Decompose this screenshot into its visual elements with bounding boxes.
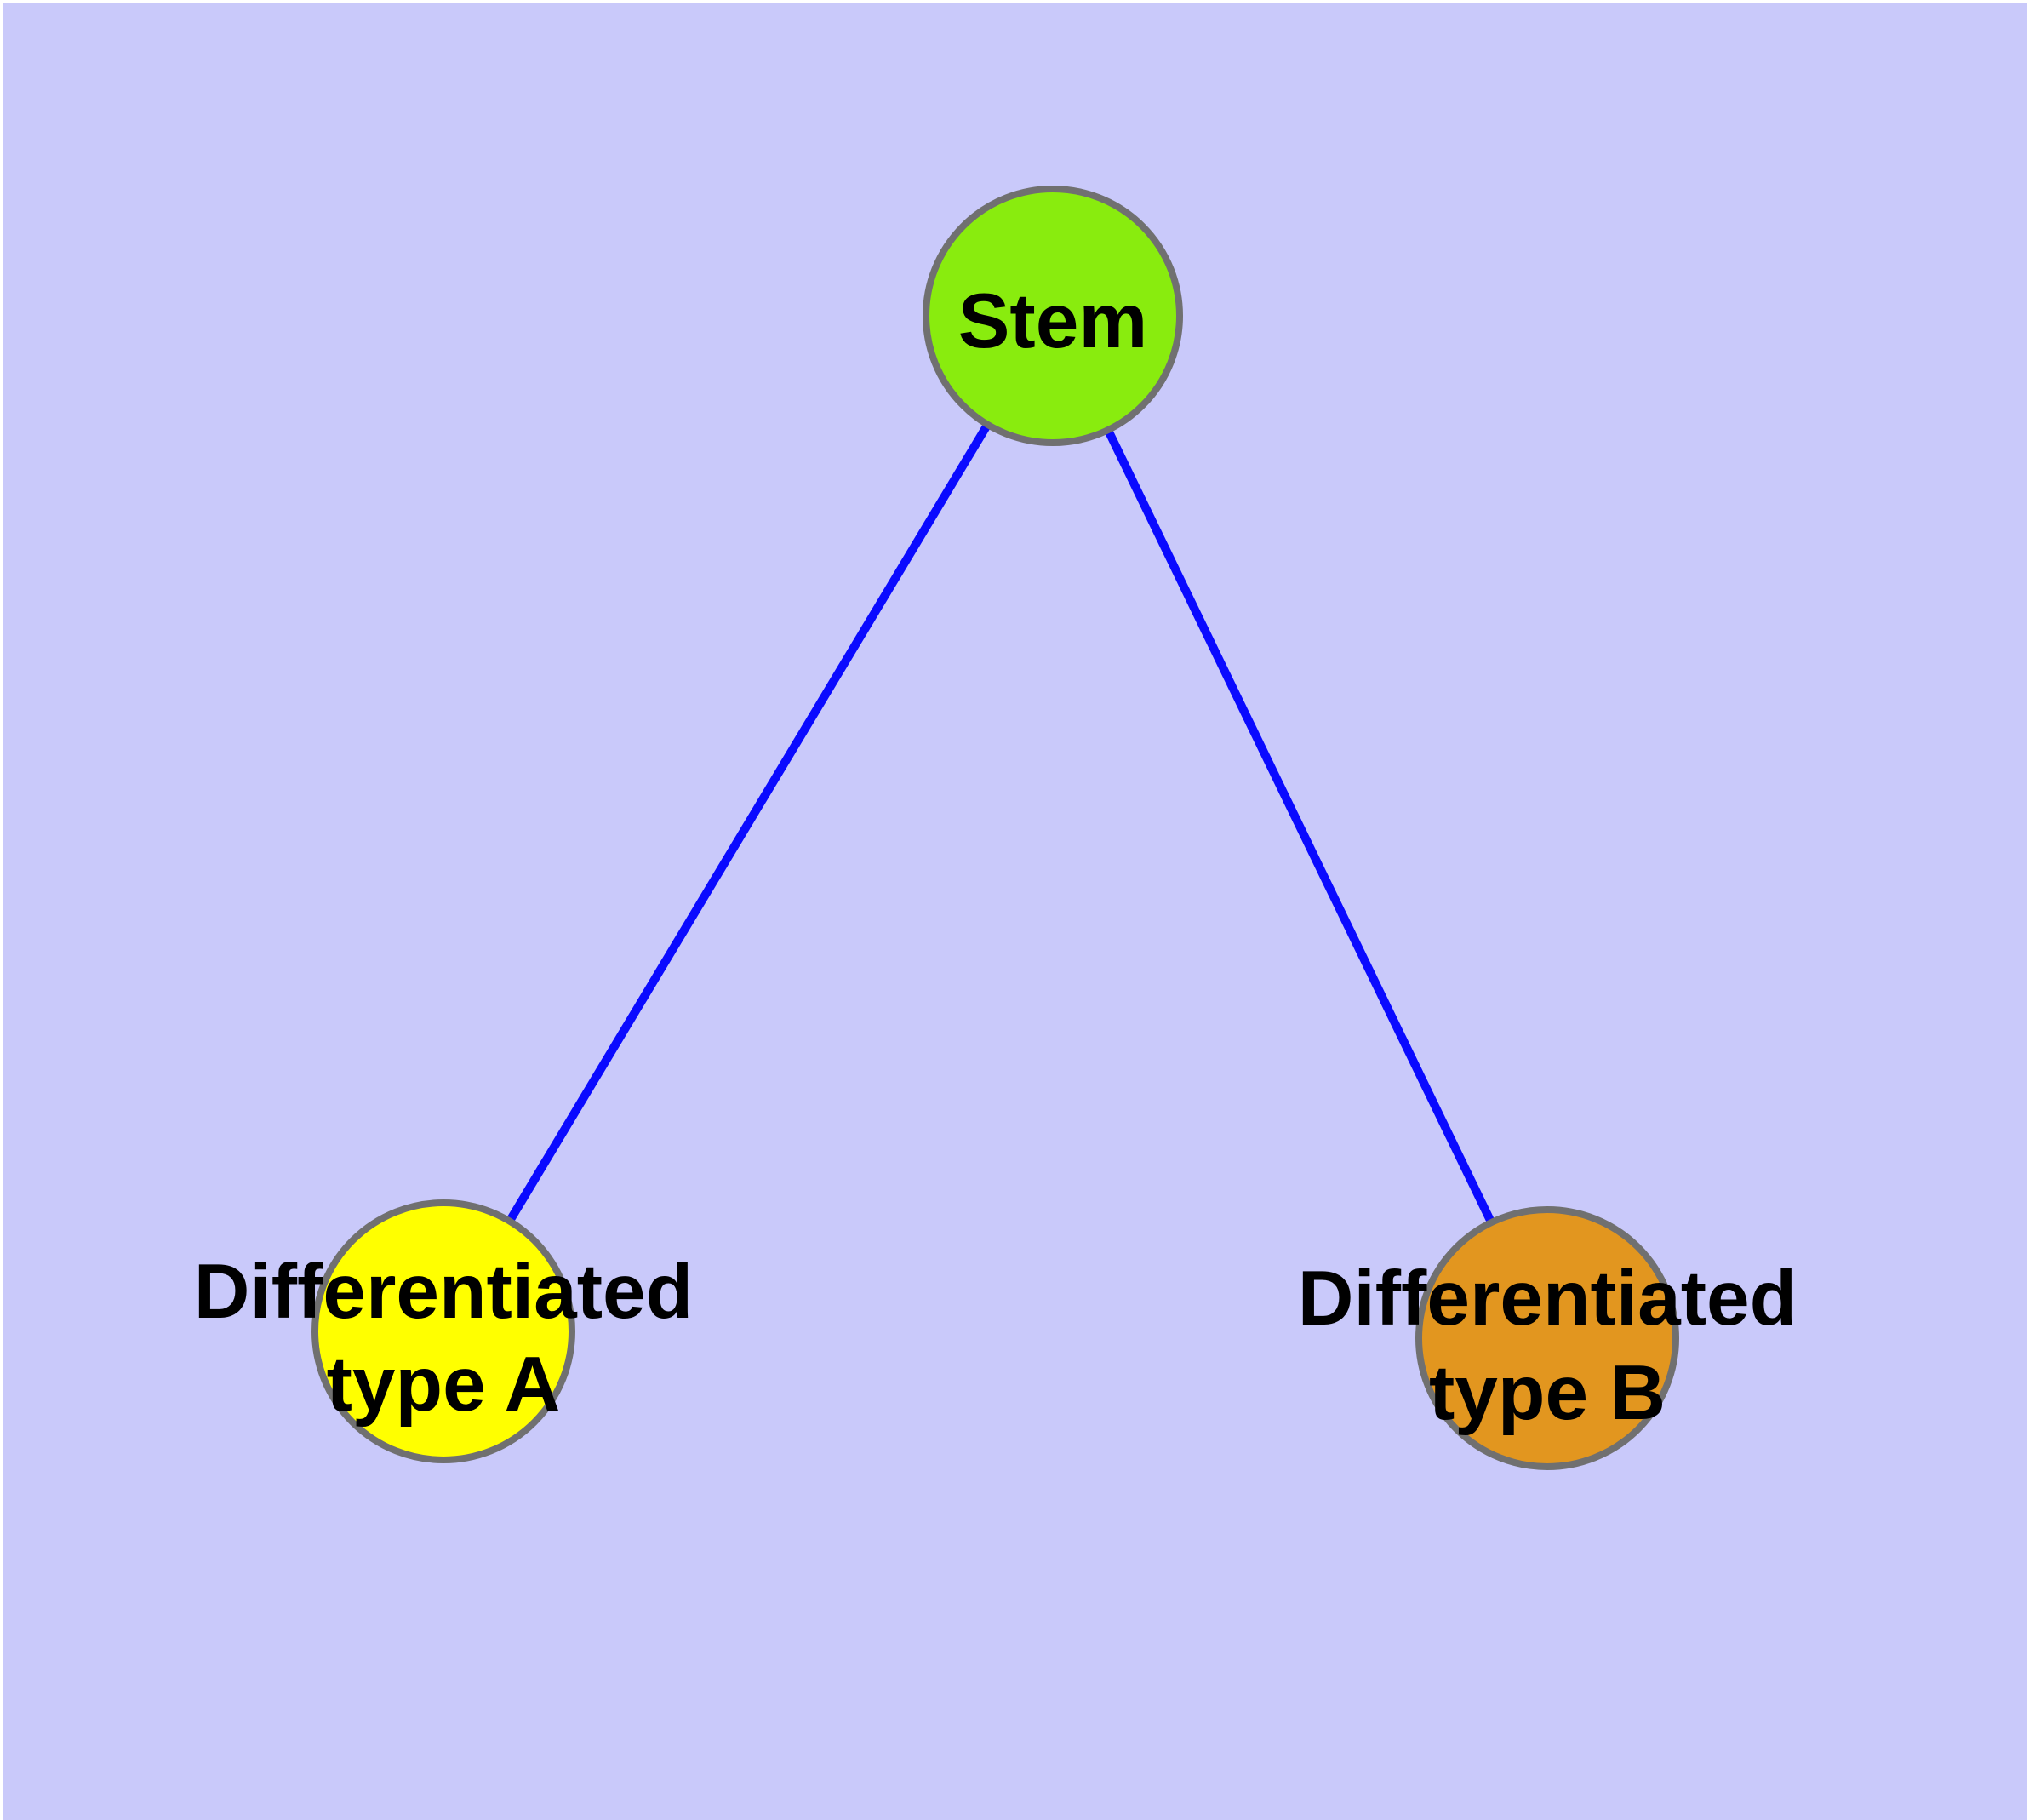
node-type-a-label-line2: type A: [327, 1342, 561, 1428]
node-type-b-circle: [1415, 1206, 1679, 1470]
edge-stem-to-type-b: [1049, 313, 1552, 1341]
edge-stem-to-type-a: [439, 313, 1057, 1334]
node-stem-circle: [923, 186, 1183, 446]
node-type-a-label-line1: Differentiated: [194, 1249, 694, 1335]
node-stem-label: Stem: [958, 278, 1148, 364]
node-type-b-label-line1: Differentiated: [1298, 1256, 1798, 1342]
node-type-a-circle: [311, 1199, 575, 1463]
node-type-b-label-line2: type B: [1429, 1350, 1666, 1436]
